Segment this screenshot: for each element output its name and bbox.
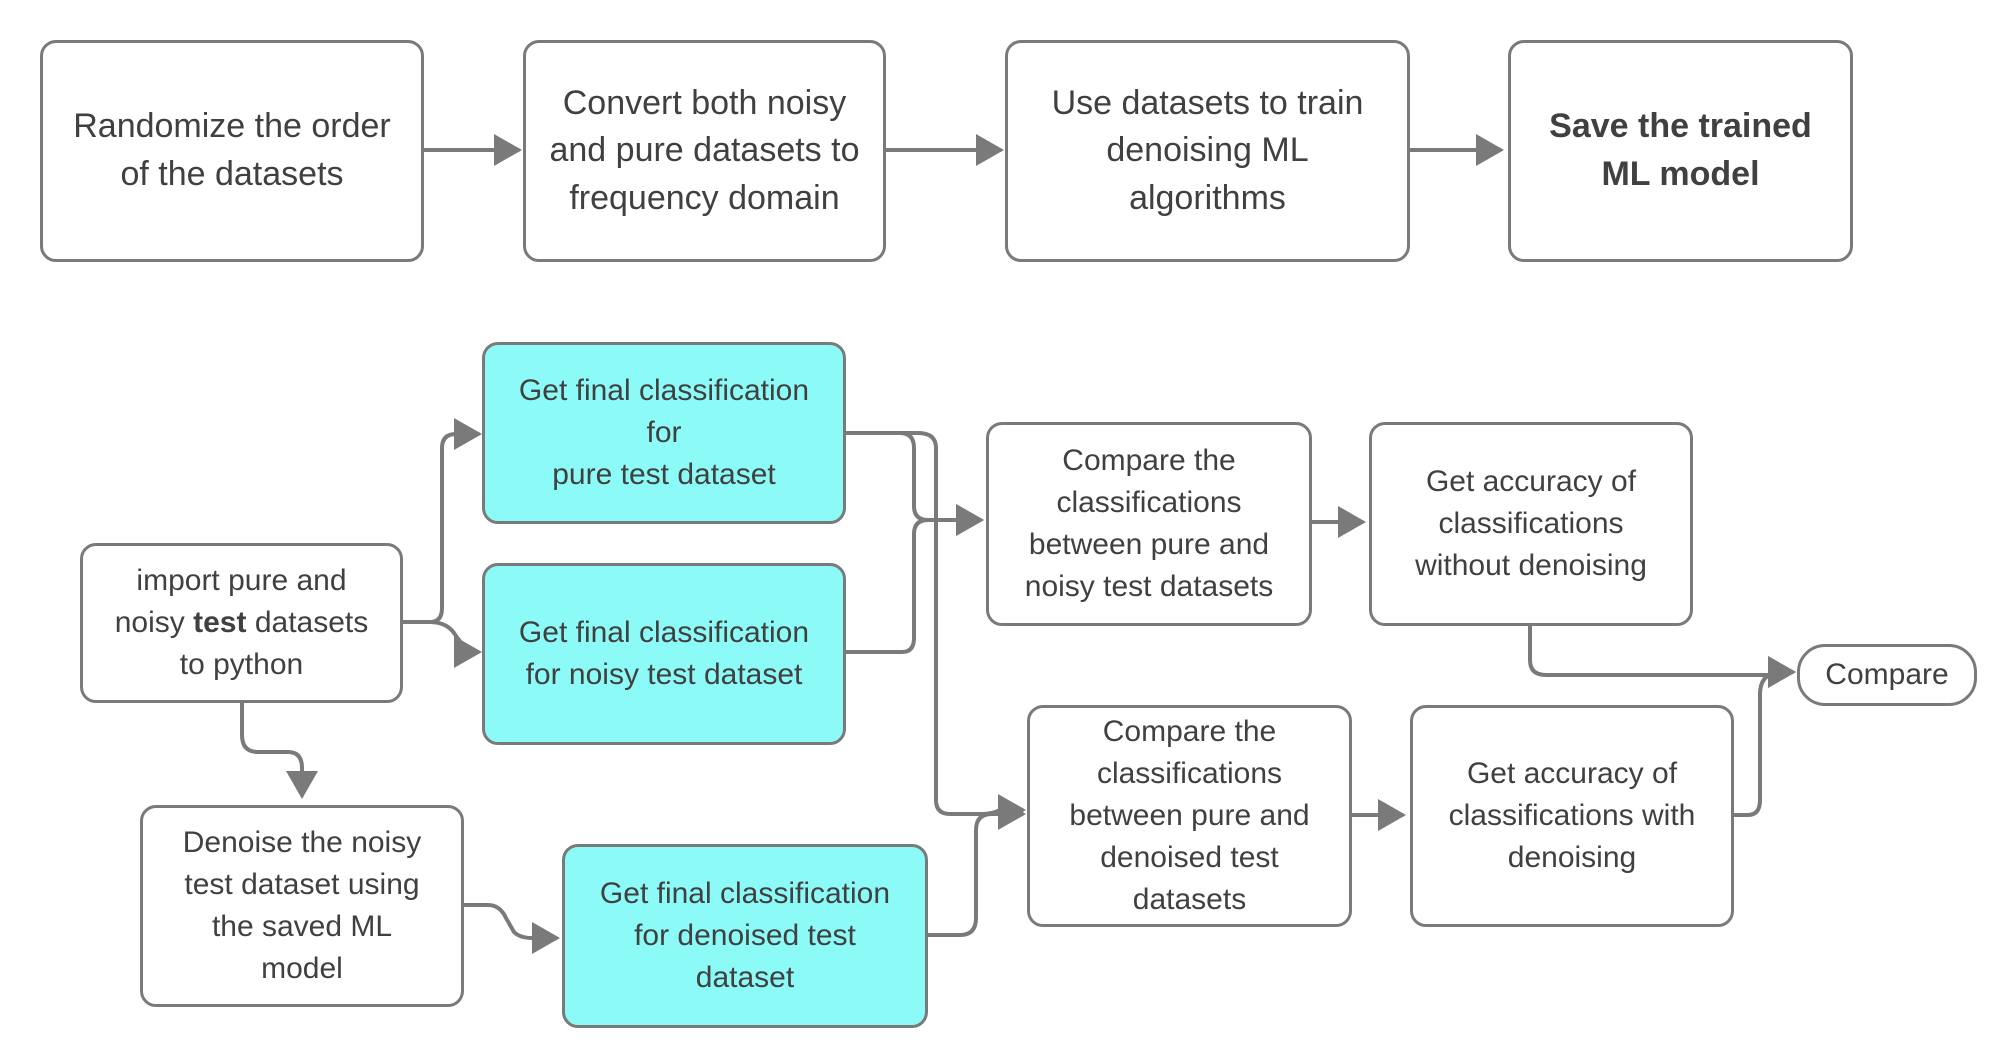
accuracy-with-node: Get accuracy of classifications with den…: [1410, 705, 1734, 927]
train-denoising-label: Use datasets to train denoising ML algor…: [1051, 83, 1364, 217]
randomize-datasets-label: Randomize the order of the datasets: [73, 107, 391, 193]
compare-denoised-node: Compare the classifications between pure…: [1027, 705, 1352, 927]
arrow-import-to-denoise: [240, 701, 318, 799]
denoise-dataset-node: Denoise the noisy test dataset using the…: [140, 805, 464, 1007]
arrow-denoise-to-classify-denoised: [462, 903, 560, 954]
convert-frequency-domain-label: Convert both noisy and pure datasets to …: [549, 83, 860, 217]
final-compare-node: Compare: [1797, 644, 1977, 706]
final-compare-label: Compare: [1825, 658, 1949, 691]
train-denoising-node: Use datasets to train denoising ML algor…: [1005, 40, 1410, 262]
import-datasets-node: import pure and noisy test datasets to p…: [80, 543, 403, 703]
save-model-label: Save the trained ML model: [1549, 107, 1812, 193]
convert-frequency-domain-node: Convert both noisy and pure datasets to …: [523, 40, 886, 262]
classify-pure-node: Get final classification for pure test d…: [482, 342, 846, 524]
import-datasets-label: import pure and noisy test datasets to p…: [115, 560, 368, 686]
denoise-dataset-label: Denoise the noisy test dataset using the…: [182, 826, 422, 985]
compare-denoised-label: Compare the classifications between pure…: [1069, 715, 1310, 916]
compare-noisy-node: Compare the classifications between pure…: [986, 422, 1312, 626]
arrow-accuracy-with-to-compare: [1732, 656, 1796, 817]
classify-noisy-label: Get final classification for noisy test …: [518, 616, 810, 691]
classify-denoised-node: Get final classification for denoised te…: [562, 844, 928, 1028]
import-text-emphasis: test: [193, 606, 247, 639]
accuracy-without-node: Get accuracy of classifications without …: [1369, 422, 1693, 626]
save-model-node: Save the trained ML model: [1508, 40, 1853, 262]
arrow-classify-denoised-to-compare-denoised: [926, 798, 1026, 937]
arrow-accuracy-without-to-compare: [1528, 623, 1796, 688]
randomize-datasets-node: Randomize the order of the datasets: [40, 40, 424, 262]
accuracy-with-label: Get accuracy of classifications with den…: [1448, 757, 1696, 874]
arrow-import-to-classify-noisy: [401, 620, 482, 668]
classify-noisy-node: Get final classification for noisy test …: [482, 563, 846, 745]
classify-denoised-label: Get final classification for denoised te…: [599, 877, 891, 994]
accuracy-without-label: Get accuracy of classifications without …: [1415, 465, 1647, 582]
arrow-import-to-classify-pure: [401, 418, 482, 624]
import-text-before: import pure and noisy: [114, 564, 347, 639]
import-text-after: datasets to python: [179, 606, 369, 681]
classify-pure-label: Get final classification for pure test d…: [518, 374, 810, 491]
arrow-classify-noisy-to-compare-noisy: [844, 504, 984, 654]
compare-noisy-label: Compare the classifications between pure…: [1024, 444, 1274, 603]
arrow-classify-pure-to-compare-noisy: [844, 431, 984, 536]
